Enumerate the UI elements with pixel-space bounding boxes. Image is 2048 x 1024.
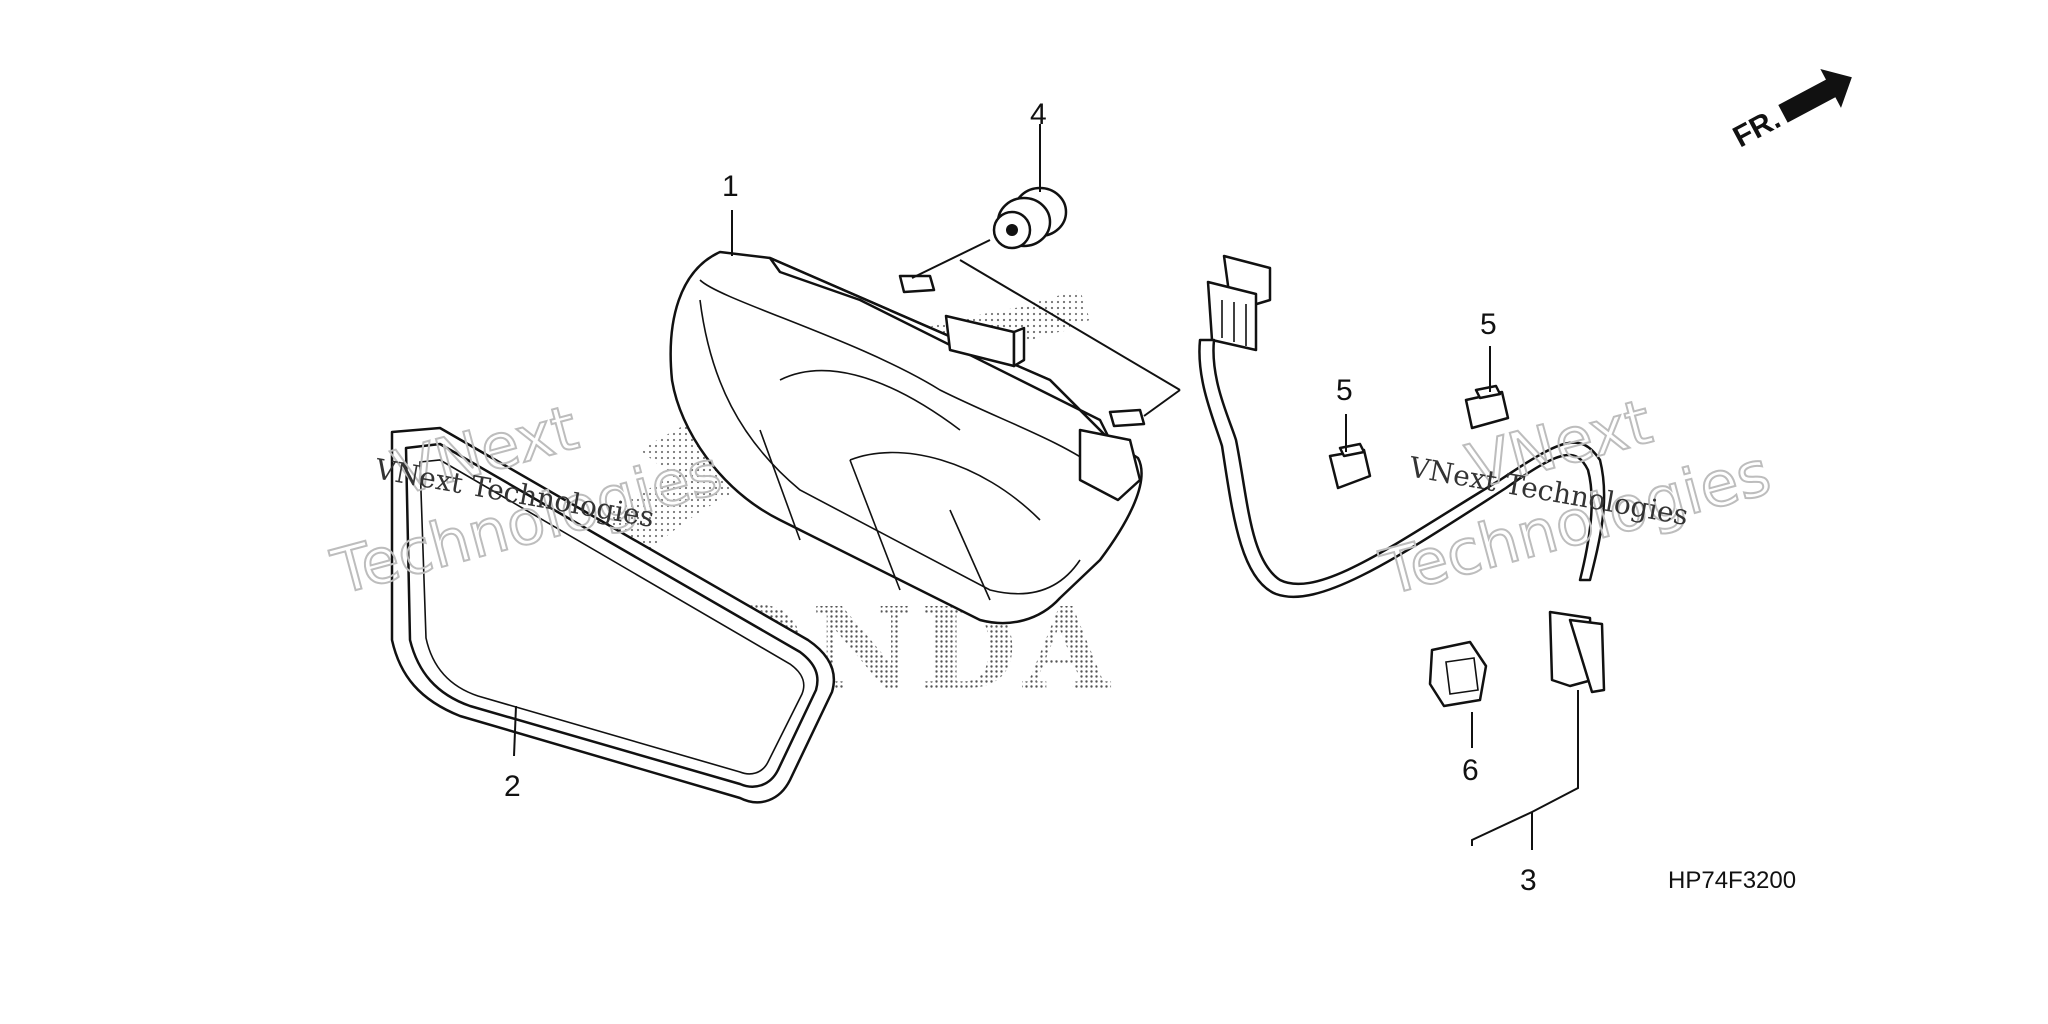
clip-part-a [1328,442,1372,490]
callout-5a: 5 [1336,374,1353,407]
leader-lines [513,124,1579,850]
callout-5b: 5 [1480,308,1497,341]
headlight-unit-part [669,250,1146,625]
callout-2: 2 [504,770,521,803]
bracket-clip-part [1428,640,1488,708]
callout-4: 4 [1030,98,1047,131]
callout-1: 1 [722,170,739,203]
callout-3: 3 [1520,864,1537,897]
front-label: FR. [1728,102,1786,154]
callout-6: 6 [1462,754,1479,787]
wire-harness-part [1198,254,1606,694]
clip-part-b [1464,384,1510,430]
front-direction-indicator: FR. [1728,69,1852,154]
headlight-rim-part [390,426,836,804]
diagram-code: HP74F3200 [1668,867,1796,894]
front-arrow-icon [1778,69,1852,123]
grommet-part [992,186,1068,250]
